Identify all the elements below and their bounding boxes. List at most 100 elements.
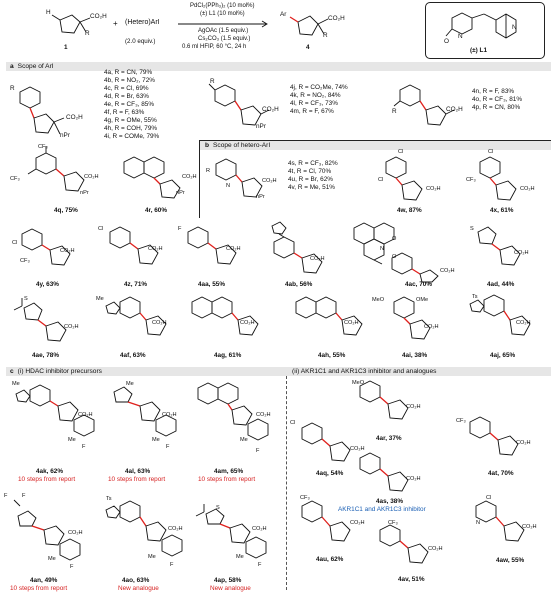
atom-co2h: CO₂H (350, 520, 365, 526)
atom-n: N (458, 33, 463, 40)
atom-n: N (380, 246, 385, 252)
section-b-divider (199, 140, 200, 218)
atom-co2h: CO₂H (424, 324, 439, 330)
condition-ligand: (±) L1 (10 mol%) (200, 11, 245, 17)
compound-4ae-structure (13, 298, 67, 342)
compound-4ab-structure (271, 221, 323, 274)
scaffold-4n-4p (393, 84, 455, 126)
substituent-cf3: CF₃ (300, 495, 310, 501)
section-a-header-bar (6, 62, 551, 71)
list-item: 4h, R = COH, 79% (104, 125, 158, 132)
compound-4w-label: 4w, 87% (397, 207, 422, 214)
compound-4ad-label: 4ad, 44% (487, 281, 515, 288)
atom-ar: Ar (280, 11, 287, 18)
substituent-ts: Ts (472, 294, 478, 300)
substituent-me: Me (236, 554, 244, 560)
substituent-cf3: CF₃ (10, 176, 20, 182)
compound-4y-structure (21, 228, 71, 266)
compound-4aw-label: 4aw, 55% (496, 557, 525, 564)
atom-co2h: CO₂H (516, 440, 531, 446)
atom-s: S (216, 505, 220, 511)
compound-4am-structure (197, 382, 269, 441)
substituent-cl: Cl (486, 495, 492, 501)
substituent-cl: Cl (398, 149, 404, 155)
atom-co2h: CO₂H (84, 174, 99, 180)
list-item: 4j, R = CO₂Me, 74% (290, 84, 348, 91)
atom-npr: nPr (60, 132, 70, 139)
atom-npr: nPr (176, 190, 185, 196)
compound-4y-label: 4y, 63% (36, 281, 59, 288)
atom-o: O (392, 236, 397, 242)
list-item: 4l, R = CF₃, 73% (290, 100, 338, 107)
substituent-me: Me (152, 437, 160, 443)
list-item: 4s, R = CF₃, 82% (288, 160, 338, 167)
atom-co2h: CO₂H (446, 106, 463, 113)
atom-co2h: CO₂H (68, 530, 83, 536)
compound-4x-structure (479, 156, 517, 201)
substituent-cl: Cl (378, 177, 384, 183)
atom-co2h: CO₂H (514, 250, 529, 256)
substituent-meo: MeO (372, 297, 385, 303)
compound-4ak-label: 4ak, 62% (36, 468, 64, 475)
compound-4q-label: 4q, 75% (54, 207, 78, 214)
substituent-cf3: CF₃ (456, 418, 466, 424)
substituent-me: Me (48, 556, 56, 562)
substituent-cl: Cl (290, 420, 296, 426)
compound-4as-note: AKR1C1 and AKR1C3 inhibitor (338, 506, 426, 513)
atom-co2h: CO₂H (350, 446, 365, 452)
list-item: 4t, R = Cl, 70% (288, 168, 332, 175)
atom-co2h: CO₂H (182, 174, 197, 180)
atom-co2h: CO₂H (168, 526, 183, 532)
section-c-title-i: (i) HDAC inhibitor precursors (17, 368, 102, 375)
atom-co2h: CO₂H (60, 248, 75, 254)
atom-r: R (85, 30, 90, 37)
atom-co2h: CO₂H (344, 320, 359, 326)
compound-4aj-structure (469, 294, 531, 336)
compound-4ah-structure (295, 296, 363, 336)
compound-4ap-note: New analogue (210, 585, 251, 592)
condition-solvent: 0.6 ml HFIP, 60 °C, 24 h (182, 44, 247, 50)
compound-4ai-structure (393, 296, 431, 340)
substituent-cf3: CF₃ (38, 144, 48, 150)
compound-4r-structure (123, 156, 181, 199)
atom-r: R (210, 78, 215, 85)
compound-4ag-label: 4ag, 61% (214, 352, 242, 359)
substituent-cl: Cl (12, 240, 18, 246)
atom-co2h: CO₂H (522, 524, 537, 530)
substituent-f: F (4, 493, 8, 499)
section-c-letter: c (10, 368, 14, 375)
compound-4ao-structure (105, 500, 183, 557)
compound-4an-note: 10 steps from report (10, 585, 68, 592)
substituent-me: Me (68, 437, 76, 443)
atom-s: S (24, 296, 28, 302)
section-a-letter: a (10, 63, 14, 70)
list-item: 4b, R = NO₂, 72% (104, 77, 155, 84)
substituent-f: F (82, 444, 86, 450)
substituent-me: Me (148, 554, 156, 560)
compound-4ao-note: New analogue (118, 585, 159, 592)
product-label: 4 (306, 44, 310, 51)
compound-4z-structure (109, 226, 159, 265)
compound-4am-note: 10 steps from report (198, 476, 256, 483)
compound-4ab-label: 4ab, 56% (285, 281, 313, 288)
substituent-meo: MeO (352, 380, 365, 386)
compound-4as-label: 4as, 38% (376, 498, 404, 505)
atom-co2h: CO₂H (328, 15, 345, 22)
atom-r: R (392, 108, 397, 115)
substituent-me: Me (126, 381, 134, 387)
ligand-structure (445, 12, 517, 39)
list-item: 4n, R = F, 83% (472, 88, 515, 95)
section-c-title: c(i) HDAC inhibitor precursors (10, 368, 102, 375)
compound-4ai-label: 4ai, 38% (402, 352, 428, 359)
atom-n: N (226, 183, 231, 189)
atom-co2h: CO₂H (256, 412, 271, 418)
atom-co2h: CO₂H (516, 320, 531, 326)
compound-4aq-structure (301, 422, 351, 462)
section-b-divider (199, 140, 551, 141)
atom-co2h: CO₂H (64, 324, 79, 330)
substituent-me: Me (96, 296, 104, 302)
compound-4aa-label: 4aa, 55% (198, 281, 226, 288)
compound-4ac-label: 4ac, 70% (405, 281, 433, 288)
substituent-f: F (166, 444, 170, 450)
